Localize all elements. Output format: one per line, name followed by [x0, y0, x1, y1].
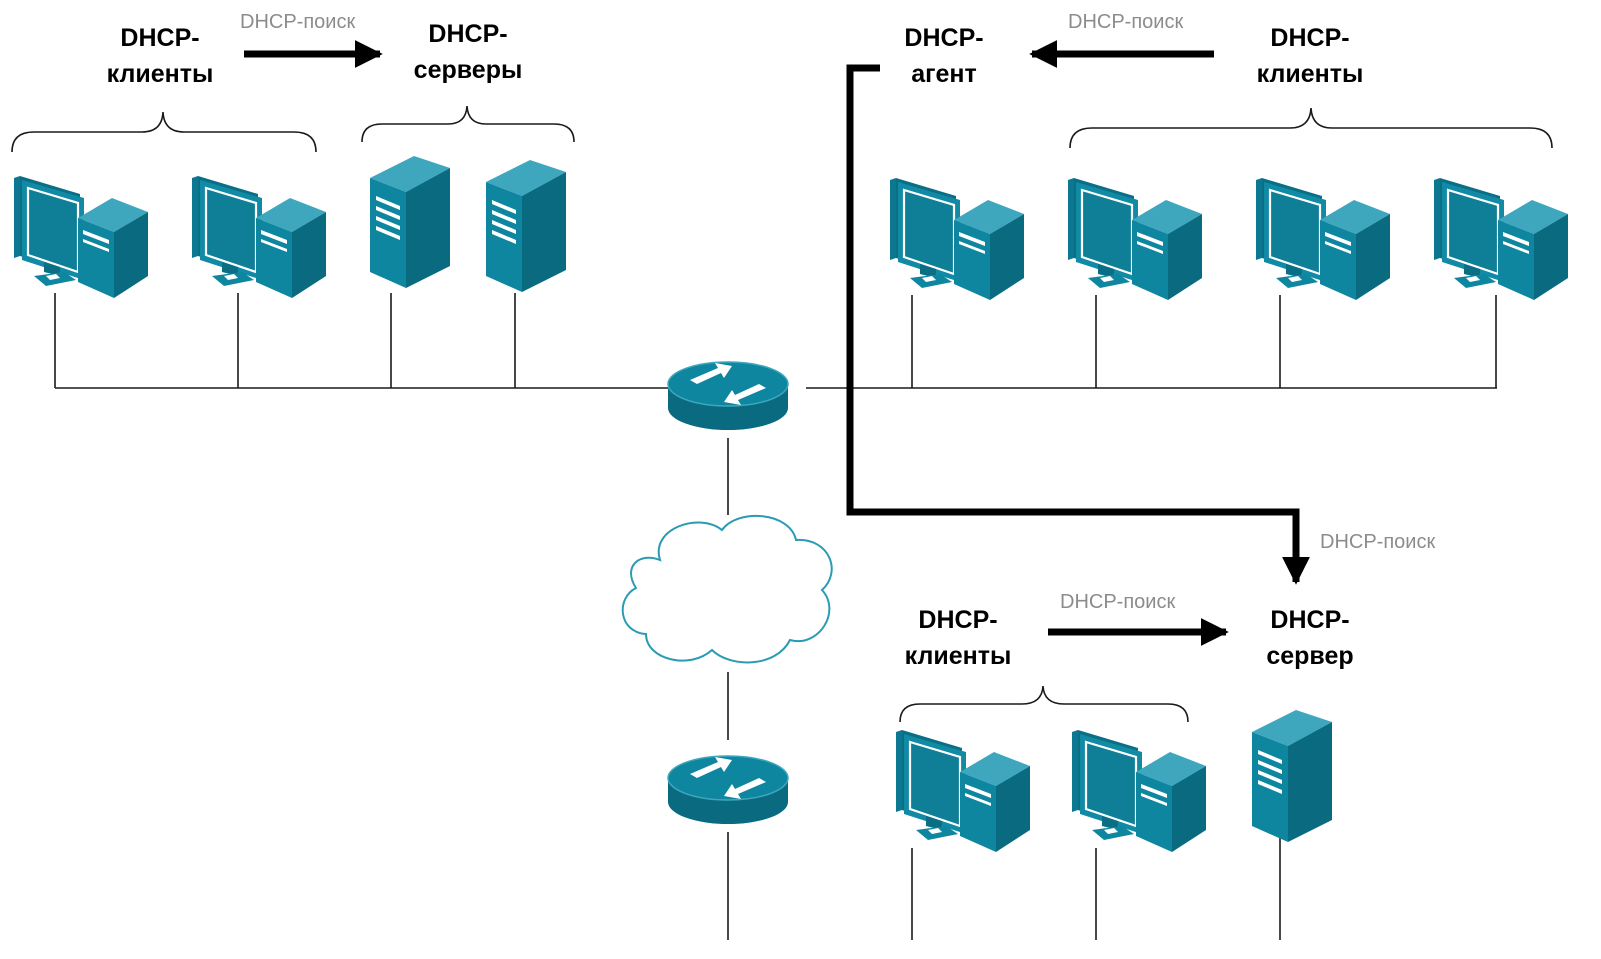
network-wires	[54, 293, 1497, 940]
label-line: сервер	[1266, 642, 1353, 670]
label-line: клиенты	[107, 60, 214, 88]
top-left-clients	[12, 174, 328, 300]
label-bottom-clients: DHCP- клиенты	[905, 606, 1012, 670]
desktop-computer-icon	[1254, 176, 1392, 302]
desktop-computer-icon	[1066, 176, 1204, 302]
label-line: DHCP-	[1270, 606, 1349, 634]
tower-server-icon	[486, 160, 566, 292]
flow-arrows	[244, 40, 1310, 646]
caption-top-left-discover: DHCP-поиск	[240, 11, 355, 33]
desktop-computer-icon	[12, 174, 150, 300]
label-line: агент	[911, 60, 977, 88]
label-top-right-agent: DHCP- агент	[904, 24, 983, 88]
label-line: DHCP-	[1270, 24, 1349, 52]
arrow-relay-path	[846, 64, 1310, 585]
label-line: серверы	[414, 56, 523, 84]
bottom-devices	[894, 710, 1332, 854]
label-line: клиенты	[1257, 60, 1364, 88]
desktop-computer-icon	[894, 728, 1032, 854]
desktop-computer-icon	[1432, 176, 1570, 302]
desktop-computer-icon	[1070, 728, 1208, 854]
brace-bottom-clients	[899, 685, 1189, 723]
label-line: клиенты	[905, 642, 1012, 670]
label-top-left-clients: DHCP- клиенты	[107, 24, 214, 88]
label-line: DHCP-	[120, 24, 199, 52]
desktop-computer-icon	[888, 176, 1026, 302]
caption-bottom-discover: DHCP-поиск	[1060, 591, 1175, 613]
brace-top-left-servers	[361, 105, 575, 143]
top-right-devices	[888, 176, 1570, 302]
router-icon	[667, 361, 789, 431]
brace-top-left-clients	[11, 111, 317, 153]
grouping-braces	[11, 105, 1553, 723]
label-line: DHCP-	[904, 24, 983, 52]
label-bottom-server: DHCP- сервер	[1266, 606, 1353, 670]
caption-relay-discover: DHCP-поиск	[1320, 531, 1435, 553]
desktop-computer-icon	[190, 174, 328, 300]
tower-server-icon	[1252, 710, 1332, 842]
tower-server-icon	[370, 156, 450, 288]
router-icon	[667, 755, 789, 825]
label-top-left-servers: DHCP- серверы	[414, 20, 523, 84]
label-line: DHCP-	[428, 20, 507, 48]
label-top-right-clients: DHCP- клиенты	[1257, 24, 1364, 88]
top-left-servers	[370, 156, 566, 292]
cloud-icon	[621, 514, 833, 664]
label-line: DHCP-	[918, 606, 997, 634]
brace-top-right-clients	[1069, 107, 1553, 149]
caption-top-right-discover: DHCP-поиск	[1068, 11, 1183, 33]
